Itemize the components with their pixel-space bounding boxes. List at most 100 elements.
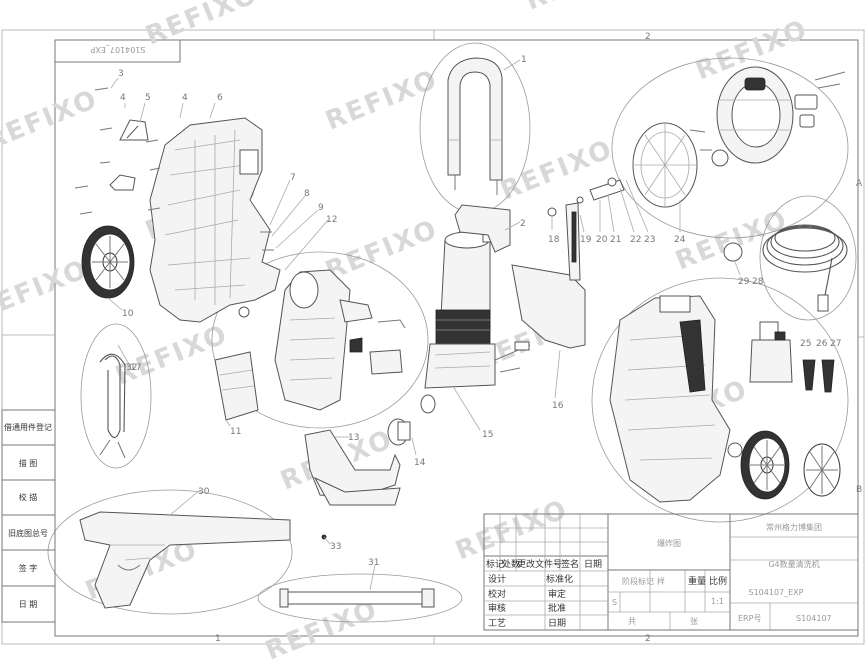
tb-scale-label: 比例 — [709, 575, 727, 587]
zone-label-a: A — [856, 179, 863, 189]
part-label: 26 — [816, 339, 828, 349]
watermark-text: REFIXO — [0, 254, 92, 326]
part-label: 23 — [644, 235, 655, 245]
part-label: 4 — [120, 93, 126, 103]
lance-pieces — [547, 177, 625, 281]
part-label: 22 — [630, 235, 641, 245]
part-label: 12 — [326, 215, 337, 225]
spray-gun — [79, 511, 291, 609]
tb-sign-role: 审定 — [548, 588, 566, 600]
part-label: 31 — [368, 558, 379, 568]
wheel-right-1 — [740, 430, 790, 500]
part-label: 17 — [130, 363, 141, 373]
tb-sign-role: 校对 — [488, 588, 506, 600]
part-label: 28 — [752, 277, 764, 287]
handle-part — [447, 57, 503, 195]
bubble-cable — [80, 323, 152, 469]
tb-sign-role: 审核 — [488, 602, 506, 614]
bubble-hose — [759, 195, 857, 321]
motor-pump-assembly — [424, 231, 531, 389]
tb-company: 常州格力博集团 — [766, 522, 822, 532]
part-label: 15 — [482, 430, 493, 440]
part-label: 7 — [290, 173, 296, 183]
tb-sheet-of-label: 张 — [690, 617, 698, 626]
part-label: 2 — [520, 219, 526, 229]
part-label: 4 — [182, 93, 188, 103]
tb-header: 签名 — [561, 558, 579, 570]
part-label: 24 — [674, 235, 686, 245]
part-label: 9 — [318, 203, 324, 213]
bubble-reel — [611, 57, 849, 239]
part-number-labels: 1 2 3 4 4 5 6 7 8 9 10 11 12 13 14 15 16… — [118, 55, 841, 568]
zone-label-bottom: 2 — [645, 634, 651, 644]
base-tray — [304, 429, 401, 540]
part-label: 1 — [521, 55, 527, 65]
part-label: 20 — [596, 235, 608, 245]
zone-label-top: 2 — [645, 32, 651, 42]
drawing-code-text: S104107_EXP — [90, 45, 145, 54]
part-label: 10 — [122, 309, 134, 319]
bubble-front-cover — [211, 251, 429, 429]
title-block: 标记 处数 更改文件号 签名 日期 设计 标准化 校对 审定 审核 批准 工艺 … — [483, 513, 859, 631]
tb-header: 更改文件号 — [517, 558, 562, 570]
cable-coil — [99, 353, 126, 459]
tb-stage-label: 阶段标记 — [622, 576, 654, 586]
drawing-frame-inner — [54, 39, 859, 637]
tb-sign-role: 日期 — [548, 618, 566, 629]
tb-code: S104107_EXP — [749, 588, 804, 597]
tb-small-b: 样 — [657, 576, 665, 586]
part-label: 21 — [610, 235, 621, 245]
left-housing — [149, 117, 281, 323]
tb-sign-role: 设计 — [488, 573, 506, 585]
tb-small-a: S — [612, 598, 617, 607]
tb-header: 标记 — [486, 558, 504, 570]
bubble-lance — [257, 573, 463, 623]
watermark-text: REFIXO — [111, 319, 232, 391]
side-label: 校 描 — [19, 492, 38, 502]
side-label: 签 字 — [19, 563, 38, 573]
tb-header: 日期 — [584, 559, 602, 570]
part-label: 27 — [830, 339, 841, 349]
part-label: 33 — [330, 542, 341, 552]
part-label: 3 — [118, 69, 124, 79]
tb-drawing-title: 爆炸图 — [657, 538, 681, 548]
watermark-text: REFIXO — [321, 64, 442, 136]
tb-header: 处数 — [502, 558, 520, 570]
screw-set — [74, 87, 274, 251]
side-label: 旧底图总号 — [8, 528, 48, 538]
tb-scale-value: 1:1 — [711, 597, 724, 606]
watermark-text: REFIXO — [0, 84, 102, 156]
part-label: 19 — [580, 235, 592, 245]
watermark-text: REFIXO — [671, 204, 792, 276]
part-label: 18 — [548, 235, 560, 245]
pump-cover-part-2 — [454, 204, 511, 253]
tb-sign-role: 标准化 — [546, 573, 573, 585]
part-label: 30 — [198, 487, 210, 497]
watermark-text: REFIXO — [521, 0, 642, 16]
part-label: 8 — [304, 189, 310, 199]
part-label: 13 — [348, 433, 359, 443]
part-label: 6 — [217, 93, 223, 103]
part-label: 25 — [800, 339, 811, 349]
clip-part — [109, 174, 136, 191]
part-label: 5 — [145, 93, 151, 103]
part-label: 32 — [126, 363, 137, 373]
tb-erp-label: ERP号 — [738, 614, 761, 623]
tb-sheet-label: 共 — [628, 617, 636, 626]
watermark-text: REFIXO — [141, 0, 262, 51]
side-label: 描 图 — [19, 458, 38, 468]
hose-reel — [632, 66, 846, 208]
rear-housing — [609, 295, 743, 503]
zone-label-b: B — [856, 485, 862, 495]
drawing-code-box — [54, 39, 181, 63]
tb-sign-role: 批准 — [548, 602, 566, 614]
inlet-coupling — [387, 394, 436, 446]
coiled-hose — [723, 224, 848, 312]
bubble-rear-housing — [591, 277, 849, 523]
tb-erp-value: S104107 — [796, 614, 832, 623]
side-label: 借通用件登记 — [4, 422, 52, 432]
side-label: 日 期 — [19, 600, 38, 609]
tb-product-name: G4数量清洗机 — [768, 559, 819, 569]
wheel-left — [81, 225, 135, 299]
nozzle-set — [802, 359, 835, 393]
